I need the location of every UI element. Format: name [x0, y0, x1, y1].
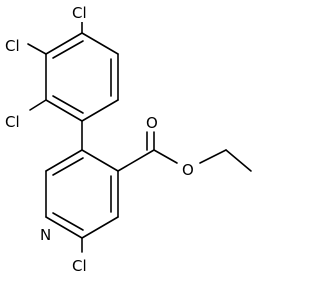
atom-pyridine-chlorine: Cl: [72, 257, 87, 275]
bond-skeleton: [27, 20, 252, 253]
atom-cl3: Cl: [5, 37, 20, 55]
bond: [225, 149, 252, 172]
bond: [45, 32, 83, 55]
bond: [117, 149, 155, 172]
bond: [29, 99, 47, 111]
bond: [81, 149, 119, 172]
bond: [45, 149, 83, 172]
bond: [45, 99, 83, 122]
bond: [81, 32, 119, 55]
bond: [199, 149, 227, 164]
bond: [52, 95, 84, 114]
bond: [27, 43, 47, 55]
bond: [52, 40, 84, 59]
atom-labels: Cl Cl Cl O O N Cl: [4, 4, 197, 275]
bond: [52, 212, 84, 231]
bond: [52, 157, 84, 176]
chemical-structure: Cl Cl Cl O O N Cl: [4, 4, 252, 275]
bond: [81, 216, 119, 239]
atom-cl4: Cl: [72, 4, 87, 22]
atom-ester-oxygen: O: [182, 161, 194, 179]
atom-carbonyl-oxygen: O: [146, 114, 158, 132]
bond: [81, 99, 119, 122]
atom-cl2: Cl: [5, 113, 20, 131]
bond: [45, 216, 83, 239]
bond: [153, 149, 178, 164]
atom-pyridine-nitrogen: N: [40, 226, 51, 244]
